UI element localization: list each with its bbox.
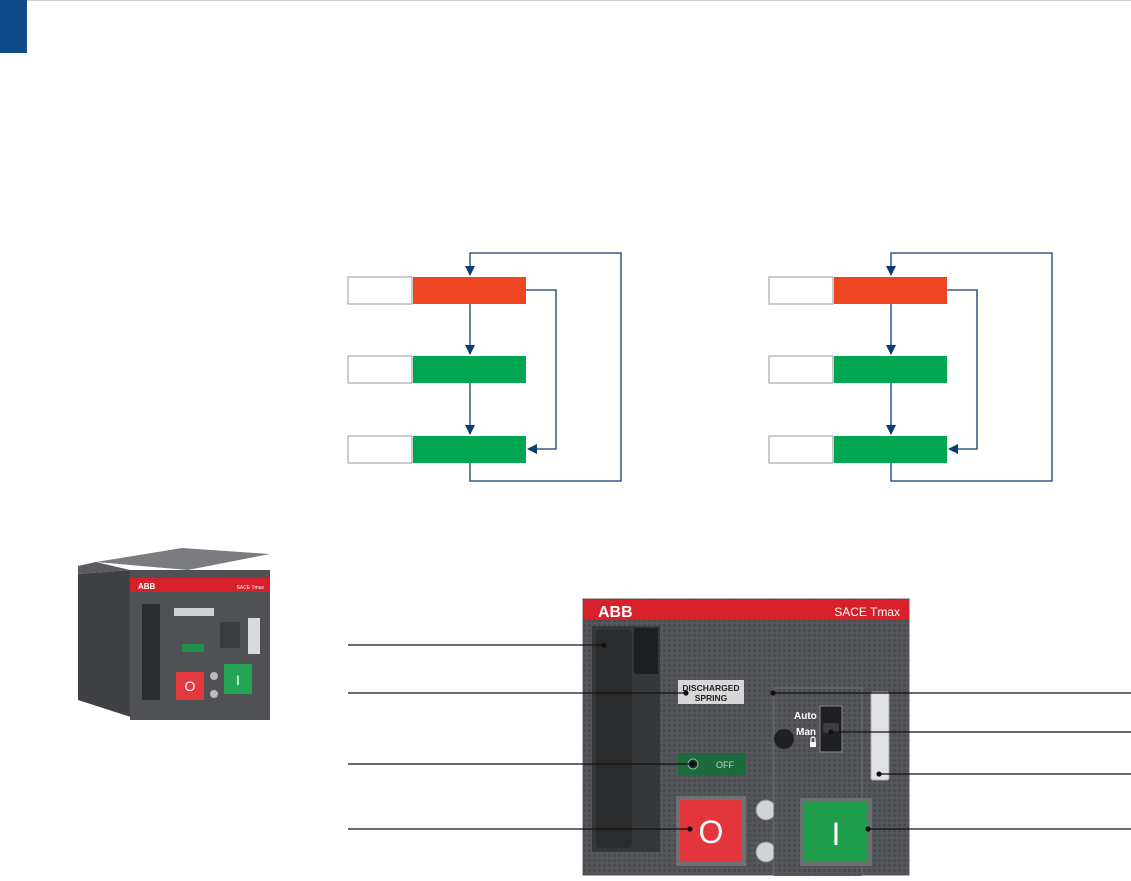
thumb-left-face xyxy=(78,570,134,718)
thumb-on-symbol: I xyxy=(236,672,240,688)
flow-right-label-box-2 xyxy=(768,355,834,384)
flow-right-label-box-1 xyxy=(768,276,834,305)
thumb-off-button xyxy=(176,672,204,700)
side-window xyxy=(870,691,890,781)
mode-man-label: Man xyxy=(796,727,816,738)
flow-right-arrow-loop xyxy=(886,252,1053,482)
flow-left-label-box-1 xyxy=(347,276,413,305)
thumb-top-face xyxy=(96,548,270,570)
thumb-brand-logo: ABB xyxy=(138,582,156,591)
screw-upper xyxy=(755,799,777,821)
flow-right-state-green-1 xyxy=(834,356,947,383)
spring-indicator-line2: SPRING xyxy=(695,693,728,703)
page-rule xyxy=(27,0,1131,1)
spring-indicator xyxy=(678,680,744,704)
flow-diagram-left xyxy=(347,252,622,482)
state-flow-diagrams xyxy=(347,252,1053,482)
status-window xyxy=(678,753,746,775)
padlock-icon xyxy=(810,736,816,747)
flow-left-label-box-2 xyxy=(347,355,413,384)
thumb-on-button xyxy=(224,664,252,694)
mode-auto-label: Auto xyxy=(794,711,817,722)
status-window-text: OFF xyxy=(716,760,734,770)
on-push-button-symbol: I xyxy=(832,816,841,852)
flow-diagram-right xyxy=(768,252,1053,482)
device-thumbnail: ABB SACE Tmax O I xyxy=(78,548,270,720)
status-window-icon xyxy=(687,758,699,770)
flow-left-arrow-bypass xyxy=(526,289,557,454)
off-push-button-symbol: O xyxy=(699,814,724,850)
flow-right-state-green-2 xyxy=(834,436,947,463)
on-push-button[interactable] xyxy=(804,802,868,862)
front-panel: ABB SACE Tmax DISCHARGED SPRING OFF O Au… xyxy=(582,598,910,876)
mode-selector-knob[interactable] xyxy=(823,723,839,733)
thumb-off-symbol: O xyxy=(185,678,196,694)
flow-left-state-red xyxy=(413,277,526,304)
charging-lever xyxy=(596,630,632,848)
corner-tab xyxy=(0,0,27,53)
flow-right-state-red xyxy=(834,277,947,304)
thumb-model-label: SACE Tmax xyxy=(237,585,265,591)
flow-left-arrow-loop xyxy=(465,252,622,482)
panel-brand-logo: ABB xyxy=(598,604,633,621)
flow-right-label-box-3 xyxy=(768,435,834,464)
padlock-hole xyxy=(774,729,794,749)
flow-left-state-green-1 xyxy=(413,356,526,383)
thumb-lever-slot xyxy=(142,604,160,700)
panel-model-label: SACE Tmax xyxy=(834,605,900,619)
flow-left-label-box-3 xyxy=(347,435,413,464)
thumb-red-band xyxy=(130,578,270,592)
flow-right-arrow-bypass xyxy=(947,289,978,454)
flow-left-state-green-2 xyxy=(413,436,526,463)
spring-indicator-line1: DISCHARGED xyxy=(682,683,739,693)
panel-red-band xyxy=(583,600,909,620)
screw-lower xyxy=(755,841,777,863)
